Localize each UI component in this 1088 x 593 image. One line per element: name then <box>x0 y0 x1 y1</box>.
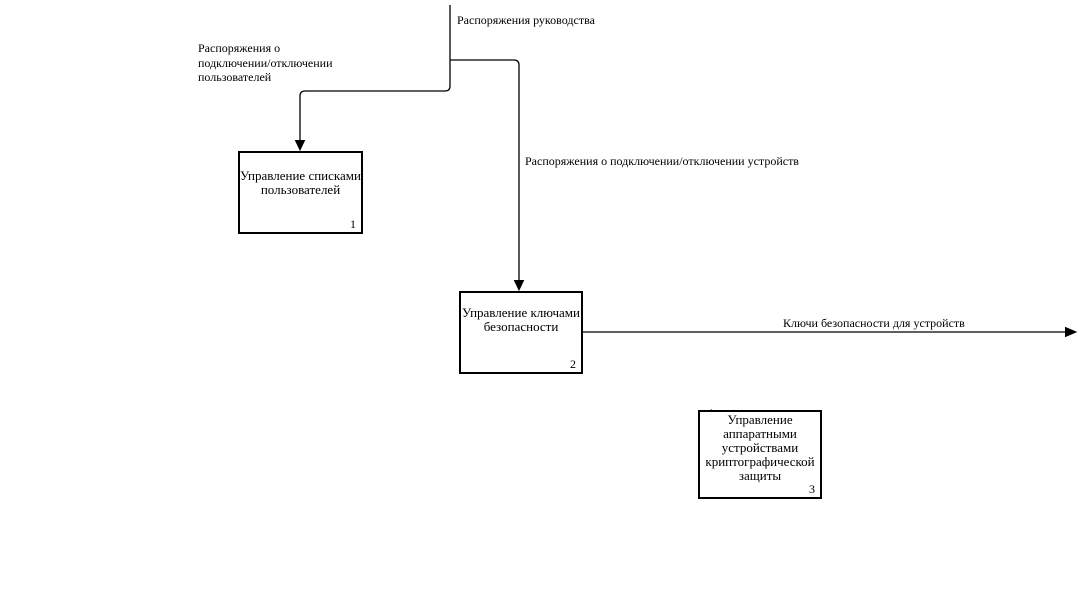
box1-arrowhead-icon <box>294 140 306 152</box>
arrow-label-device-control: Распоряжения о подключении/отключении ус… <box>525 154 799 168</box>
activity-box-3-number: 3 <box>809 482 815 496</box>
activity-box-3-label: Управление аппаратными устройствами крип… <box>705 412 815 483</box>
activity-box-2-number: 2 <box>570 357 576 371</box>
activity-box-1-label: Управление списками пользователей <box>240 168 361 197</box>
top-control-arrow-line <box>299 5 451 141</box>
activity-box-2[interactable]: Управление ключами безопасности 2 <box>459 291 583 374</box>
arrow-label-top-control: Распоряжения руководства <box>457 13 595 27</box>
activity-box-1[interactable]: Управление списками пользователей 1 <box>238 151 363 234</box>
activity-box-3[interactable]: Управление аппаратными устройствами крип… <box>698 410 822 499</box>
output-arrowhead-icon <box>1065 326 1078 338</box>
device-control-arrow-line <box>450 59 520 281</box>
activity-box-1-number: 1 <box>350 217 356 231</box>
arrow-label-output: Ключи безопасности для устройств <box>783 316 965 330</box>
box2-arrowhead-icon <box>513 280 525 292</box>
activity-box-2-label: Управление ключами безопасности <box>462 305 580 334</box>
arrow-label-left-control: Распоряжения о подключении/отключении по… <box>198 41 333 84</box>
